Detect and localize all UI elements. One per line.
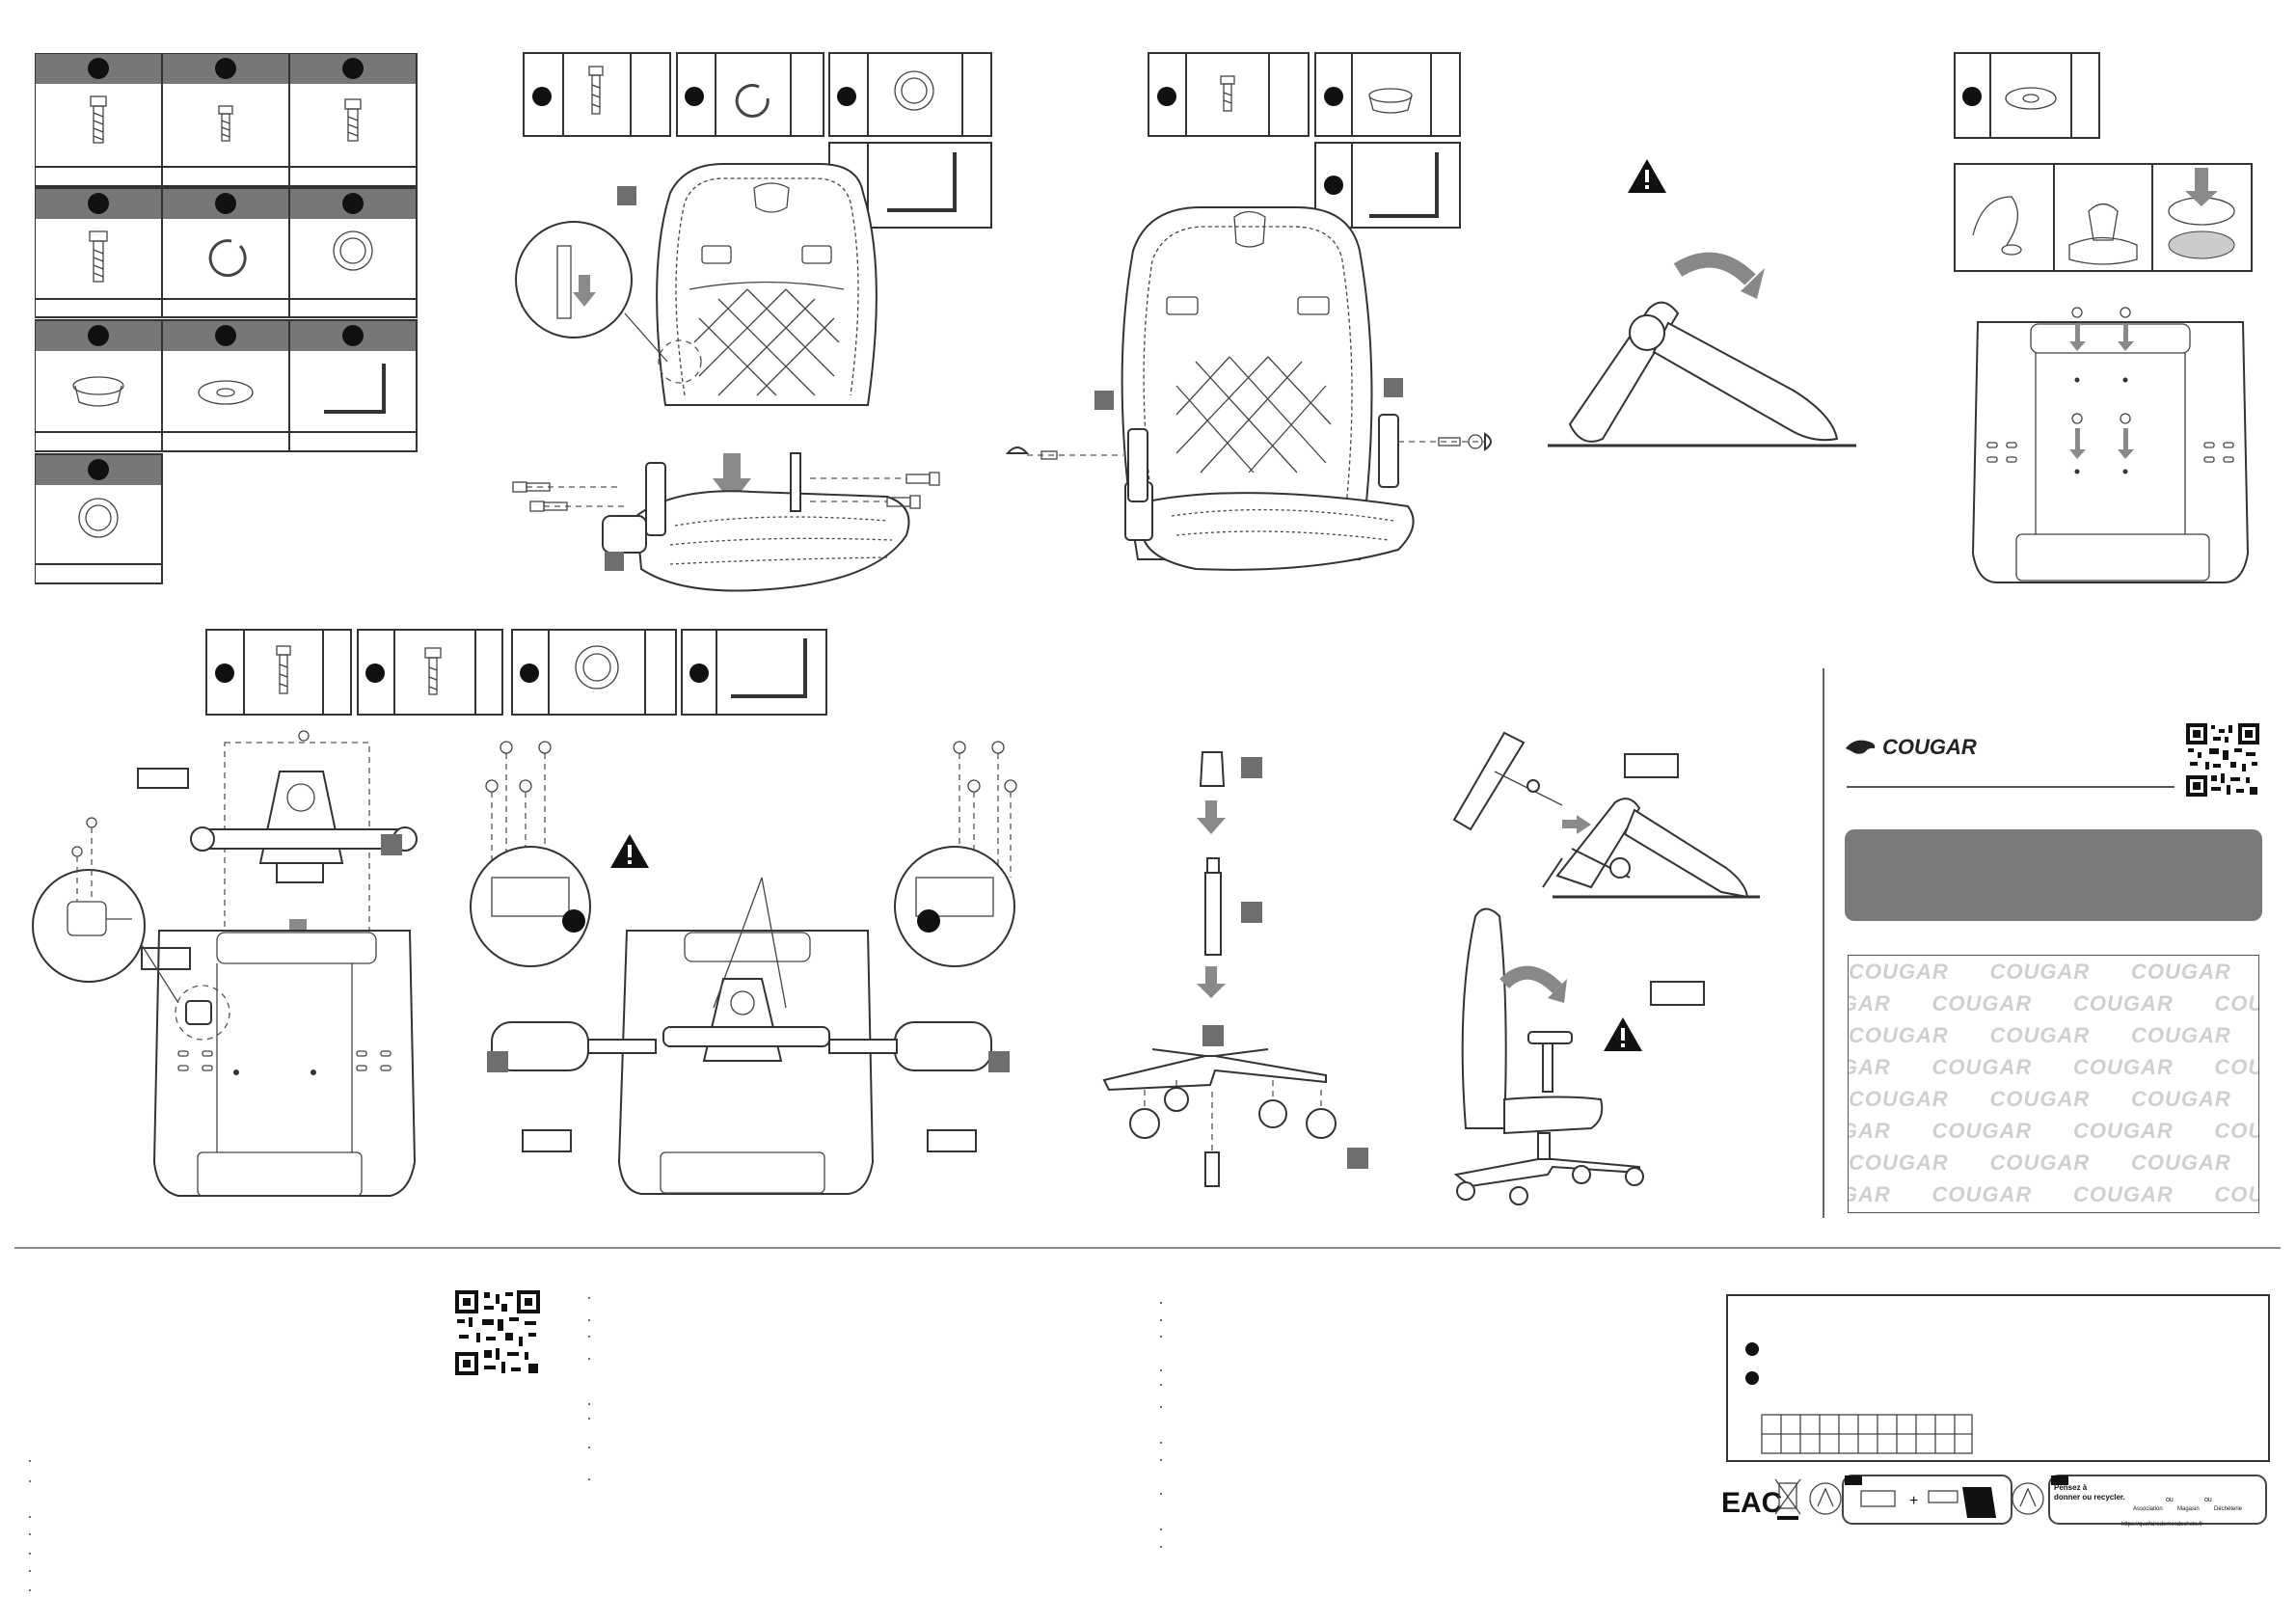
watermark-text: COUGAR <box>1931 991 2033 1015</box>
watermark-text: COUGAR <box>1989 1087 2091 1111</box>
step1-parts <box>523 52 995 230</box>
qr-code-icon[interactable] <box>455 1290 540 1375</box>
recycle-icon <box>1809 1482 1842 1515</box>
step8-drawing <box>1446 714 1774 1205</box>
step1-drawing <box>501 154 945 612</box>
warning-icon <box>1628 159 1666 193</box>
warning-icon <box>610 834 649 868</box>
watermark-text: COUGAR <box>1931 1182 2033 1206</box>
watermark-text: COUGAR <box>1849 1150 1949 1175</box>
step5-parts <box>205 629 832 717</box>
step2-parts <box>1148 52 1466 230</box>
warning-icon <box>1604 1017 1642 1051</box>
watermark-text: COUGAR <box>2130 1087 2231 1111</box>
weee-bin-icon <box>1774 1478 1801 1520</box>
brand-rule <box>1847 786 2174 788</box>
watermark-text: COUGAR <box>1849 1055 1891 1079</box>
watermark-text: COUGAR <box>1849 960 1949 984</box>
recycle-opt1: Association <box>2133 1506 2163 1512</box>
cougar-logo-icon <box>1846 740 1876 754</box>
watermark-text: COUGAR <box>1931 1055 2033 1079</box>
step3-drawing <box>1543 154 1861 463</box>
watermark-text: COUGAR <box>2072 1119 2174 1143</box>
watermark-text: COUGAR <box>1989 960 2091 984</box>
watermark-text: COUGAR <box>1989 1023 2091 1047</box>
watermark-text: COUGAR <box>2130 1023 2231 1047</box>
brand-name: COUGAR <box>1882 735 1977 759</box>
eac-mark: EAC <box>1721 1487 1782 1519</box>
recycle-opt3: Déchèterie <box>2214 1506 2243 1512</box>
compliance-icons: EAC + <box>1721 1470 2271 1529</box>
watermark-text: COUGAR <box>2214 991 2258 1015</box>
qr-code-icon[interactable] <box>2186 723 2259 797</box>
watermark-text: COUGAR <box>1849 1119 1891 1143</box>
recycle-badge: Pensez à donner ou recycler. Association… <box>2054 1479 2252 1520</box>
watermark-text: COUGAR <box>2072 1182 2174 1206</box>
watermark-text: COUGAR <box>1989 1150 2091 1175</box>
step6-drawing <box>453 733 1051 1201</box>
step5-drawing <box>24 728 419 1201</box>
step7-drawing <box>1094 743 1384 1205</box>
warranty-box <box>1726 1294 2270 1462</box>
watermark-text: COUGAR <box>1849 1182 1891 1206</box>
watermark-text: COUGAR <box>2072 1055 2174 1079</box>
watermark-text: COUGAR <box>1849 991 1891 1015</box>
info-panel <box>1845 829 2262 921</box>
cougar-logo: COUGAR <box>1844 733 1977 762</box>
watermark-box: COUGAR COUGAR COUGAR COUGAR COUGAR COUGA… <box>1848 955 2259 1213</box>
watermark-text: COUGAR <box>2214 1119 2258 1143</box>
recycle-line2: donner ou recycler. <box>2054 1493 2125 1502</box>
watermark-text: COUGAR <box>2072 991 2174 1015</box>
recycle-or: ou <box>2204 1497 2212 1503</box>
recycle-url[interactable]: https://quefairedemesdechets.fr <box>2121 1522 2203 1528</box>
watermark-text: COUGAR <box>1849 1087 1949 1111</box>
watermark-text: COUGAR <box>2130 960 2231 984</box>
watermark-text: COUGAR <box>1931 1119 2033 1143</box>
watermark-text: COUGAR <box>2214 1182 2258 1206</box>
section-divider <box>14 1247 2281 1249</box>
step2-drawing <box>1003 193 1514 598</box>
recycle-line1: Pensez à <box>2054 1483 2088 1492</box>
parts-list-drawing <box>35 53 418 584</box>
recycle-opt2: Magasin <box>2177 1506 2200 1512</box>
watermark-text: COUGAR <box>1849 1023 1949 1047</box>
recycle-or: ou <box>2166 1497 2174 1503</box>
watermark-text: COUGAR <box>2130 1150 2231 1175</box>
svg-text:+: + <box>1909 1493 1918 1509</box>
parts-list <box>35 53 420 588</box>
vertical-divider <box>1823 668 1824 1218</box>
recycle-icon <box>2012 1482 2044 1515</box>
step4-parts <box>1954 52 2282 592</box>
watermark-text: COUGAR <box>2214 1055 2258 1079</box>
